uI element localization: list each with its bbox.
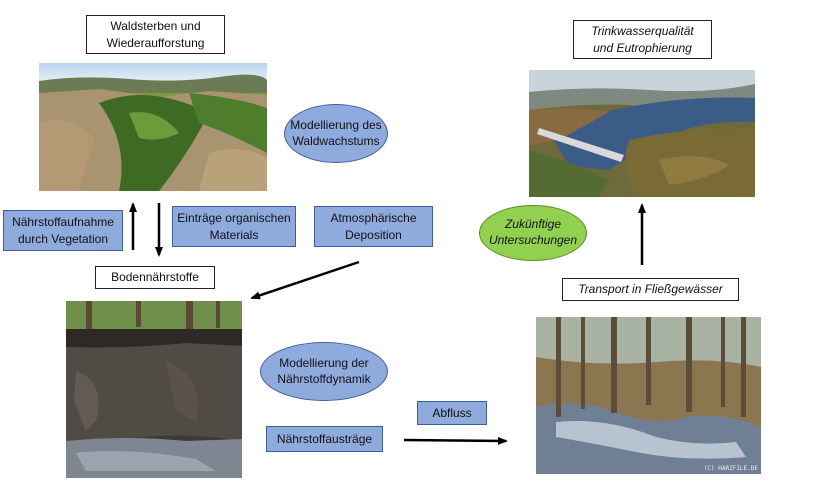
box-naehrstoffaufnahme: Nährstoffaufnahme durch Vegetation <box>3 210 123 251</box>
box-naehrstoffaustraege: Nährstoffausträge <box>266 426 383 452</box>
box-eintraege: Einträge organischen Materials <box>172 206 296 247</box>
soil-profile-photo <box>66 301 242 478</box>
box-abfluss: Abfluss <box>417 401 487 425</box>
reservoir-dam-photo <box>529 70 755 197</box>
ellipse-zukuenftig: Zukünftige Untersuchungen <box>479 205 587 261</box>
label-bodennaehrstoffe: Bodennährstoffe <box>95 266 215 289</box>
label-waldsterben: Waldsterben und Wiederaufforstung <box>86 15 225 54</box>
arrow-runoff <box>403 436 508 445</box>
box-deposition: Atmosphärische Deposition <box>314 206 433 247</box>
ellipse-waldwachstum: Modellierung des Waldwachstums <box>284 104 388 163</box>
forest-dieback-photo <box>39 63 267 191</box>
arrow-deposition <box>250 260 360 300</box>
label-transport: Transport in Fließgewässer <box>562 278 739 301</box>
photo-credit: (C) HARZFILE.DE <box>703 465 758 472</box>
label-trinkwasser: Trinkwasserqualität und Eutrophierung <box>573 20 712 59</box>
ellipse-naehrstoffdynamik: Modellierung der Nährstoffdynamik <box>260 342 388 401</box>
forest-stream-photo: (C) HARZFILE.DE <box>536 317 761 474</box>
